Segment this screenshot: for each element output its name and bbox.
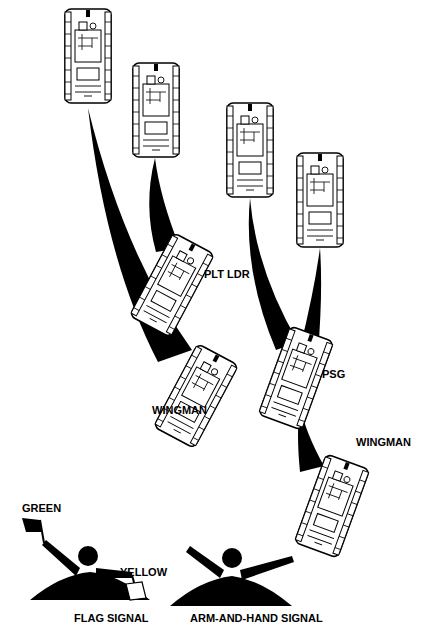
vehicle-label: YELLOW [120, 566, 167, 578]
vehicles [65, 9, 370, 558]
vehicle-label: ARM-AND-HAND SIGNAL [190, 612, 323, 624]
vehicle-label: WINGMAN [152, 404, 207, 416]
vehicle-label: GREEN [22, 502, 61, 514]
vehicle-label: PLT LDR [204, 268, 250, 280]
vehicle-label: WINGMAN [356, 436, 411, 448]
vehicle-label: PSG [322, 368, 345, 380]
vehicle-label: FLAG SIGNAL [74, 612, 149, 624]
signal-figures [22, 518, 294, 606]
